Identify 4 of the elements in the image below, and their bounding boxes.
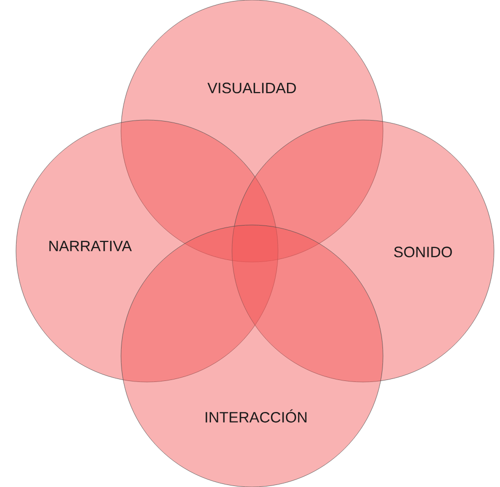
- circle-label: NARRATIVA: [49, 240, 132, 252]
- circle-label: SONIDO: [394, 246, 452, 258]
- circle-label: INTERACCIÓN: [206, 409, 306, 423]
- circle-label: VISUALIDAD: [207, 82, 296, 94]
